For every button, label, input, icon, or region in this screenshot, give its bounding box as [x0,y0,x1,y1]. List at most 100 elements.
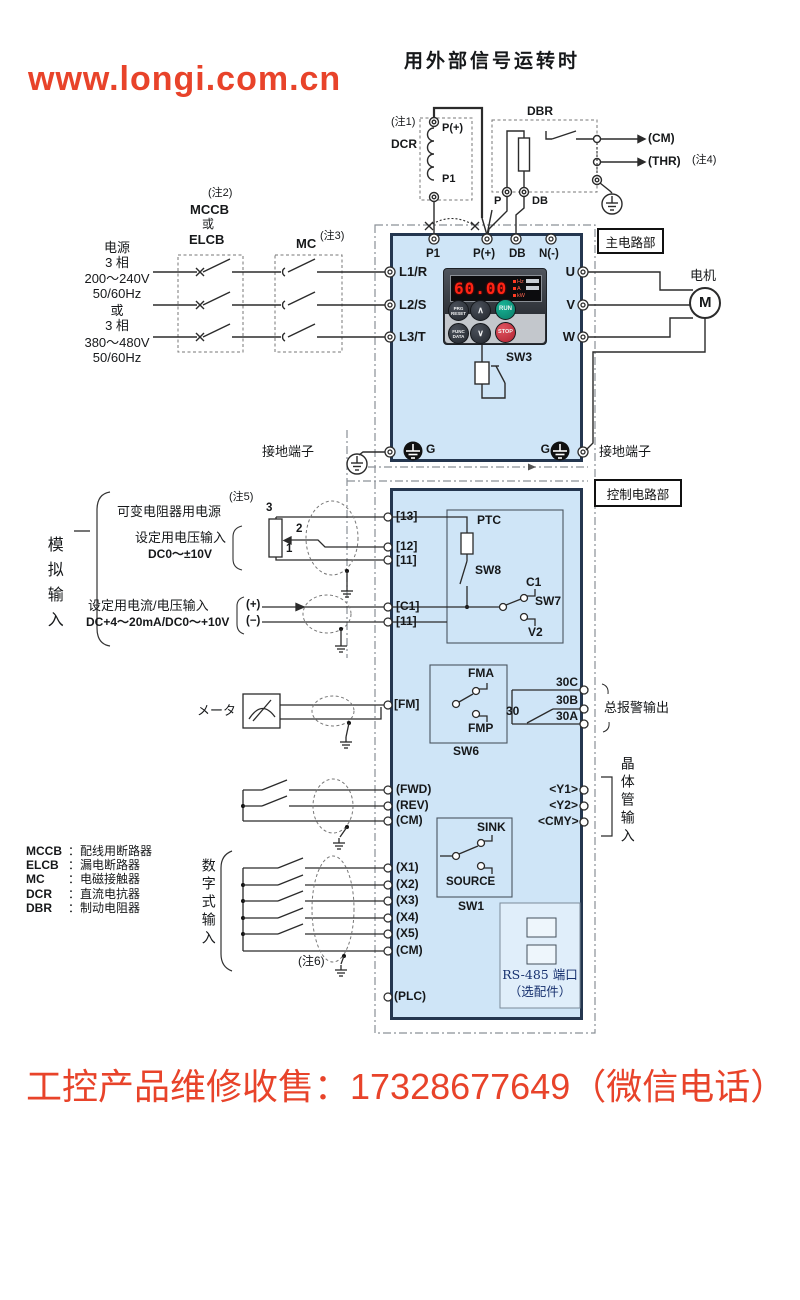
footer-contact: 工控产品维修收售：17328677649（微信电话） [26,1066,787,1107]
note1-label: (注1) [391,116,416,128]
terminal-11a: [11] [396,553,417,567]
run-command-wiring [241,778,384,850]
mc-label: MC [296,236,317,251]
power-or-label: 或 [110,303,124,318]
c1-label: C1 [526,575,542,589]
potentiometer [268,518,283,558]
legend-abbr-mc: MC [26,872,45,886]
hz-led [513,280,516,283]
ground-symbol-left [346,453,368,475]
terminal-l2s: L2/S [399,297,427,312]
fmp-label: FMP [468,721,494,735]
motor-label: 电机 [690,268,717,283]
legend-desc-mccb: ：配线用断路器 [68,844,153,858]
ground-terminal-label-left: 接地端子 [262,444,315,459]
power-input-wiring [153,254,385,353]
pot-power-label: 可变电阻器用电源 [117,504,222,519]
terminal-p-plus: P(+) [473,248,496,260]
note5-label: (注5) [229,491,254,503]
alarm-output-label: 总报警输出 [604,700,670,715]
down-button: ∨ [470,323,491,344]
ptc-resistor [460,532,474,555]
terminal-l3t: L3/T [399,329,426,344]
power-voltage2-label: 380～480V [84,335,150,350]
sw3-label: SW3 [506,350,533,364]
alarm-relay-wiring [511,683,610,733]
fm-meter-wiring [242,664,508,749]
g-label-left: G [426,442,436,456]
dcr-branch [419,106,493,236]
digital-input-wiring [220,850,384,977]
relay-30a-label: 30A [555,709,578,723]
main-terminals [384,233,589,458]
relay-30-label: 30 [506,704,520,718]
a-led [513,287,516,290]
pot-pin1-label: 1 [286,543,293,555]
current-range-label: DC+4～20mA/DC0～+10V [86,615,230,629]
shield-cable-digital [311,855,355,963]
terminal-l1r: L1/R [399,264,428,279]
sw1-label: SW1 [458,899,485,913]
dcr-p-plus-label: P(+) [442,122,464,134]
grounding [346,441,570,475]
terminal-x3: (X3) [396,893,419,907]
sw8-label: SW8 [475,563,502,577]
meter-label: メータ [197,703,237,718]
power-freq1-label: 50/60Hz [92,286,142,301]
legend-abbr-dbr: DBR [26,901,52,915]
power-phase2-label: 3 相 [105,318,129,333]
analog-input-group-label: 模拟输入 [44,536,62,636]
display-unit-leds: Hz A kW [513,278,525,299]
control-terminals [383,512,393,1002]
sink-source-block [436,817,513,898]
power-voltage1-label: 200～240V [84,271,150,286]
terminal-y1: <Y1> [549,782,578,796]
transistor-output-group-label: 晶体管输入 [619,756,636,846]
motor-m-label: M [699,294,712,311]
terminal-cmy: <CMY> [538,814,579,828]
terminal-13: [13] [396,509,418,523]
v2-label: V2 [528,625,543,639]
enclosure-dashed-box [346,224,596,1034]
plus-label: (+) [246,599,261,611]
relay-30b-label: 30B [555,693,578,707]
minus-label: (−) [246,615,261,627]
note6-label: (注6) [298,954,325,968]
relay-30c-label: 30C [555,675,578,689]
legend-desc-dcr: ：直流电抗器 [68,887,141,901]
note2-label: (注2) [208,187,233,199]
legend-abbr-elcb: ELCB [26,858,59,872]
terminal-n-minus: N(-) [539,248,559,260]
elcb-label: ELCB [189,232,225,247]
mode-tag-1 [526,279,539,283]
control-circuit-section-label: 控制电路部 [594,479,682,507]
frequency-display: 60.00 [454,279,508,298]
legend-abbr-dcr: DCR [26,887,52,901]
terminal-11b: [11] [396,614,417,628]
meter-symbol [242,693,281,729]
main-circuit-section-label: 主电路部 [597,228,664,254]
terminal-cm2: (CM) [396,943,423,957]
terminal-x4: (X4) [396,910,419,924]
terminal-x1: (X1) [396,860,419,874]
stop-button: STOP [495,322,516,343]
thr-output-label: (THR) [648,154,681,168]
terminal-v: V [566,297,575,312]
watermark-site: www.longi.com.cn [28,60,342,98]
analog-input-wiring [74,491,384,653]
dcr-label: DCR [391,137,417,151]
pot-pin3-label: 3 [266,502,273,514]
pot-pin2-label: 2 [296,523,303,535]
terminal-fm: [FM] [394,697,420,711]
sw6-label: SW6 [453,744,480,758]
sw3-circuit [474,344,506,399]
terminal-db: DB [509,248,526,260]
terminal-12: [12] [396,539,418,553]
kw-led [513,294,516,297]
shield-cable-fwd [312,778,354,834]
terminal-y2: <Y2> [549,798,578,812]
